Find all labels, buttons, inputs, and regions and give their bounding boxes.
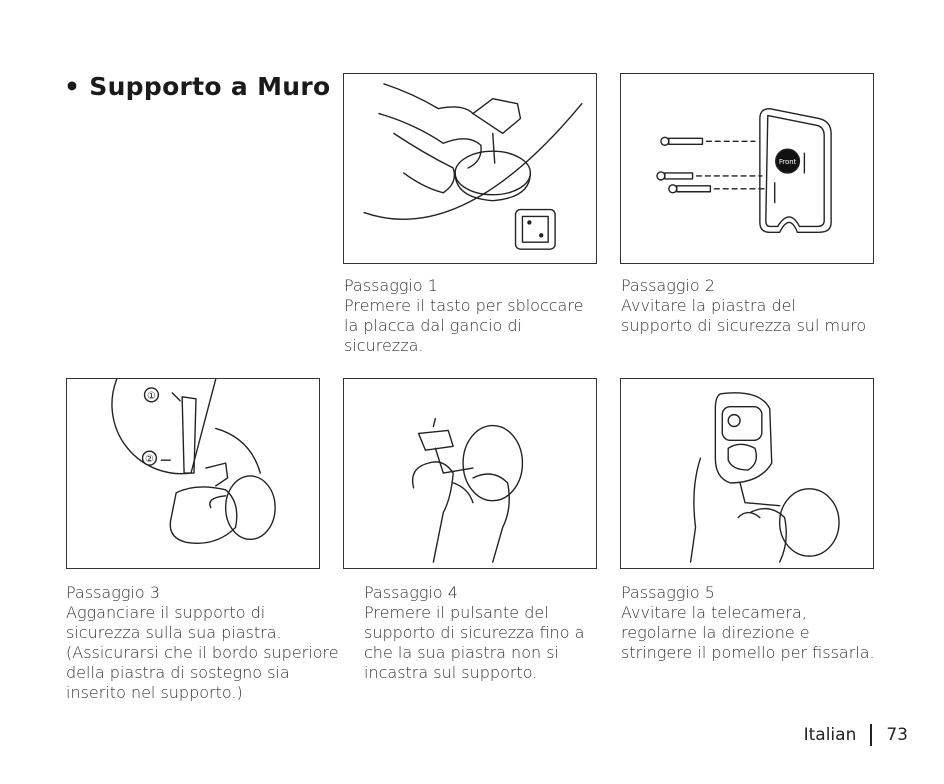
page-number: 73 <box>886 725 908 745</box>
footer-divider <box>870 724 873 746</box>
step-5-illustration <box>620 378 874 569</box>
step-2-caption: Passaggio 2 Avvitare la piastra del supp… <box>621 276 866 336</box>
step-5-line: stringere il pomello per fissarla. <box>621 643 875 662</box>
step-3-illustration: ① ② <box>66 378 320 569</box>
step-4-line: supporto di sicurezza fino a <box>364 623 585 642</box>
step-4-line: incastra sul supporto. <box>364 663 538 682</box>
step-4-line: Premere il pulsante del <box>364 603 549 622</box>
step-4-illustration <box>343 378 597 569</box>
step-1-line: la placca dal gancio di <box>344 316 522 335</box>
step-3-line: sicurezza sulla sua piastra. <box>66 623 282 642</box>
step-4-heading: Passaggio 4 <box>364 583 458 602</box>
step-4-line: che la sua piastra non si <box>364 643 559 662</box>
step-1-heading: Passaggio 1 <box>344 276 438 295</box>
step-3-line: della piastra di sostegno sia <box>66 663 290 682</box>
step-3-line: Agganciare il supporto di <box>66 603 266 622</box>
step-2-line: Avvitare la piastra del <box>621 296 796 315</box>
step-3-line: (Assicurarsi che il bordo superiore <box>66 643 339 662</box>
step-2-illustration: Front <box>620 73 874 264</box>
step-5-line: regolarne la direzione e <box>621 623 810 642</box>
page-footer: Italian 73 <box>804 724 908 746</box>
callout-2: ② <box>145 454 154 465</box>
step-1-line: sicurezza. <box>344 336 424 355</box>
step-5-line: Avvitare la telecamera, <box>621 603 807 622</box>
step-3-heading: Passaggio 3 <box>66 583 160 602</box>
step-5-caption: Passaggio 5 Avvitare la telecamera, rego… <box>621 583 875 663</box>
step-1-line: Premere il tasto per sbloccare <box>344 296 584 315</box>
step-3-caption: Passaggio 3 Agganciare il supporto di si… <box>66 583 339 703</box>
section-title: • Supporto a Muro <box>64 72 331 101</box>
step-5-heading: Passaggio 5 <box>621 583 715 602</box>
step-3-line: inserito nel supporto.) <box>66 683 243 702</box>
step-2-line: supporto di sicurezza sul muro <box>621 316 867 335</box>
step-1-illustration <box>343 73 597 264</box>
front-label: Front <box>779 158 797 166</box>
step-1-caption: Passaggio 1 Premere il tasto per sblocca… <box>344 276 583 356</box>
callout-1: ① <box>147 391 156 402</box>
step-2-heading: Passaggio 2 <box>621 276 715 295</box>
step-4-caption: Passaggio 4 Premere il pulsante del supp… <box>364 583 584 683</box>
footer-language: Italian <box>803 725 857 745</box>
